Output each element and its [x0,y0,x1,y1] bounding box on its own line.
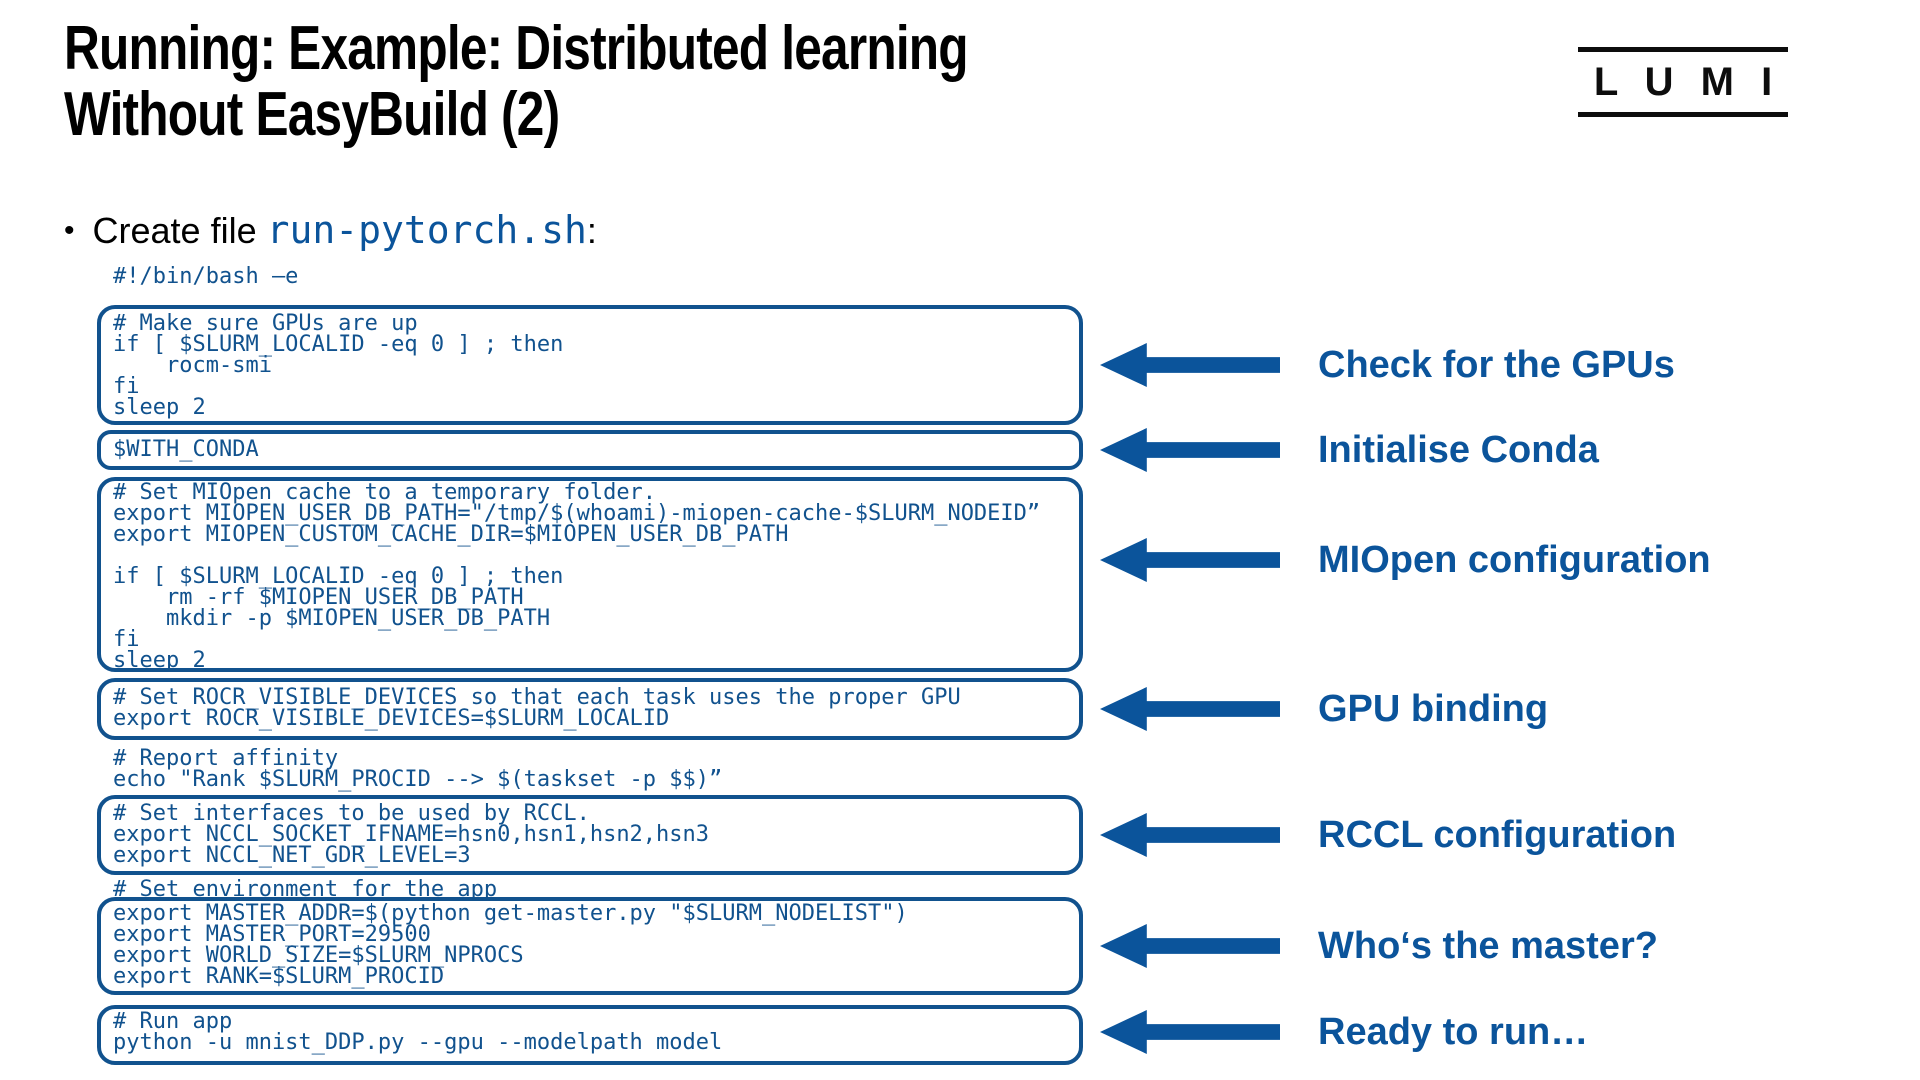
arrow-left-icon [1100,924,1280,968]
annotation-label-rccl: RCCL configuration [1318,814,1677,856]
arrow-left-icon [1100,1010,1280,1054]
slide-title-line2: Without EasyBuild (2) [64,80,560,149]
lumi-logo: L U M I [1578,47,1788,117]
annotation-label-run: Ready to run… [1318,1011,1589,1053]
code-master: export MASTER_ADDR=$(python get-master.p… [113,901,908,989]
annotation-gpu-check: Check for the GPUs [1100,341,1675,389]
code-conda: $WITH_CONDA [113,437,259,462]
annotation-master: Who‘s the master? [1100,922,1658,970]
code-miopen: # Set MIOpen cache to a temporary folder… [113,480,1041,673]
code-affinity: # Report affinity echo "Rank $SLURM_PROC… [113,746,723,792]
annotation-conda: Initialise Conda [1100,426,1599,474]
lumi-logo-text: L U M I [1593,59,1781,104]
arrow-left-icon [1100,343,1280,387]
code-box-rccl [97,795,1083,875]
code-gpu-check: # Make sure GPUs are up if [ $SLURM_LOCA… [113,311,564,420]
code-shebang: #!/bin/bash –e [113,264,299,289]
code-rocr: # Set ROCR_VISIBLE_DEVICES so that each … [113,685,961,731]
code-box-run [97,1005,1083,1065]
code-box-gpu-check [97,305,1083,425]
annotation-label-gpu-check: Check for the GPUs [1318,344,1675,386]
annotation-miopen: MIOpen configuration [1100,536,1711,584]
annotation-gpu-binding: GPU binding [1100,685,1548,733]
slide-title-line1: Running: Example: Distributed learning [64,14,969,83]
arrow-left-icon [1100,813,1280,857]
annotation-run: Ready to run… [1100,1008,1588,1056]
annotation-rccl: RCCL configuration [1100,811,1676,859]
arrow-left-icon [1100,538,1280,582]
annotation-label-gpu-binding: GPU binding [1318,688,1549,730]
code-box-master [97,897,1083,995]
bullet-icon: • [64,214,75,247]
code-env-comment: # Set environment for the app [113,877,498,902]
annotation-label-conda: Initialise Conda [1318,429,1599,471]
arrow-left-icon [1100,428,1280,472]
arrow-left-icon [1100,687,1280,731]
code-run: # Run app python -u mnist_DDP.py --gpu -… [113,1009,723,1055]
code-box-conda [97,430,1083,470]
annotation-label-miopen: MIOpen configuration [1318,539,1711,581]
code-box-miopen [97,477,1083,672]
bullet-colon: : [586,210,597,251]
code-rccl: # Set interfaces to be used by RCCL. exp… [113,801,710,868]
bullet-text: Create file [92,210,267,251]
bullet-create-file: • Create file run-pytorch.sh: [64,208,597,252]
code-box-gpu-binding [97,678,1083,740]
annotation-label-master: Who‘s the master? [1318,925,1658,967]
filename-code: run-pytorch.sh [266,208,587,252]
